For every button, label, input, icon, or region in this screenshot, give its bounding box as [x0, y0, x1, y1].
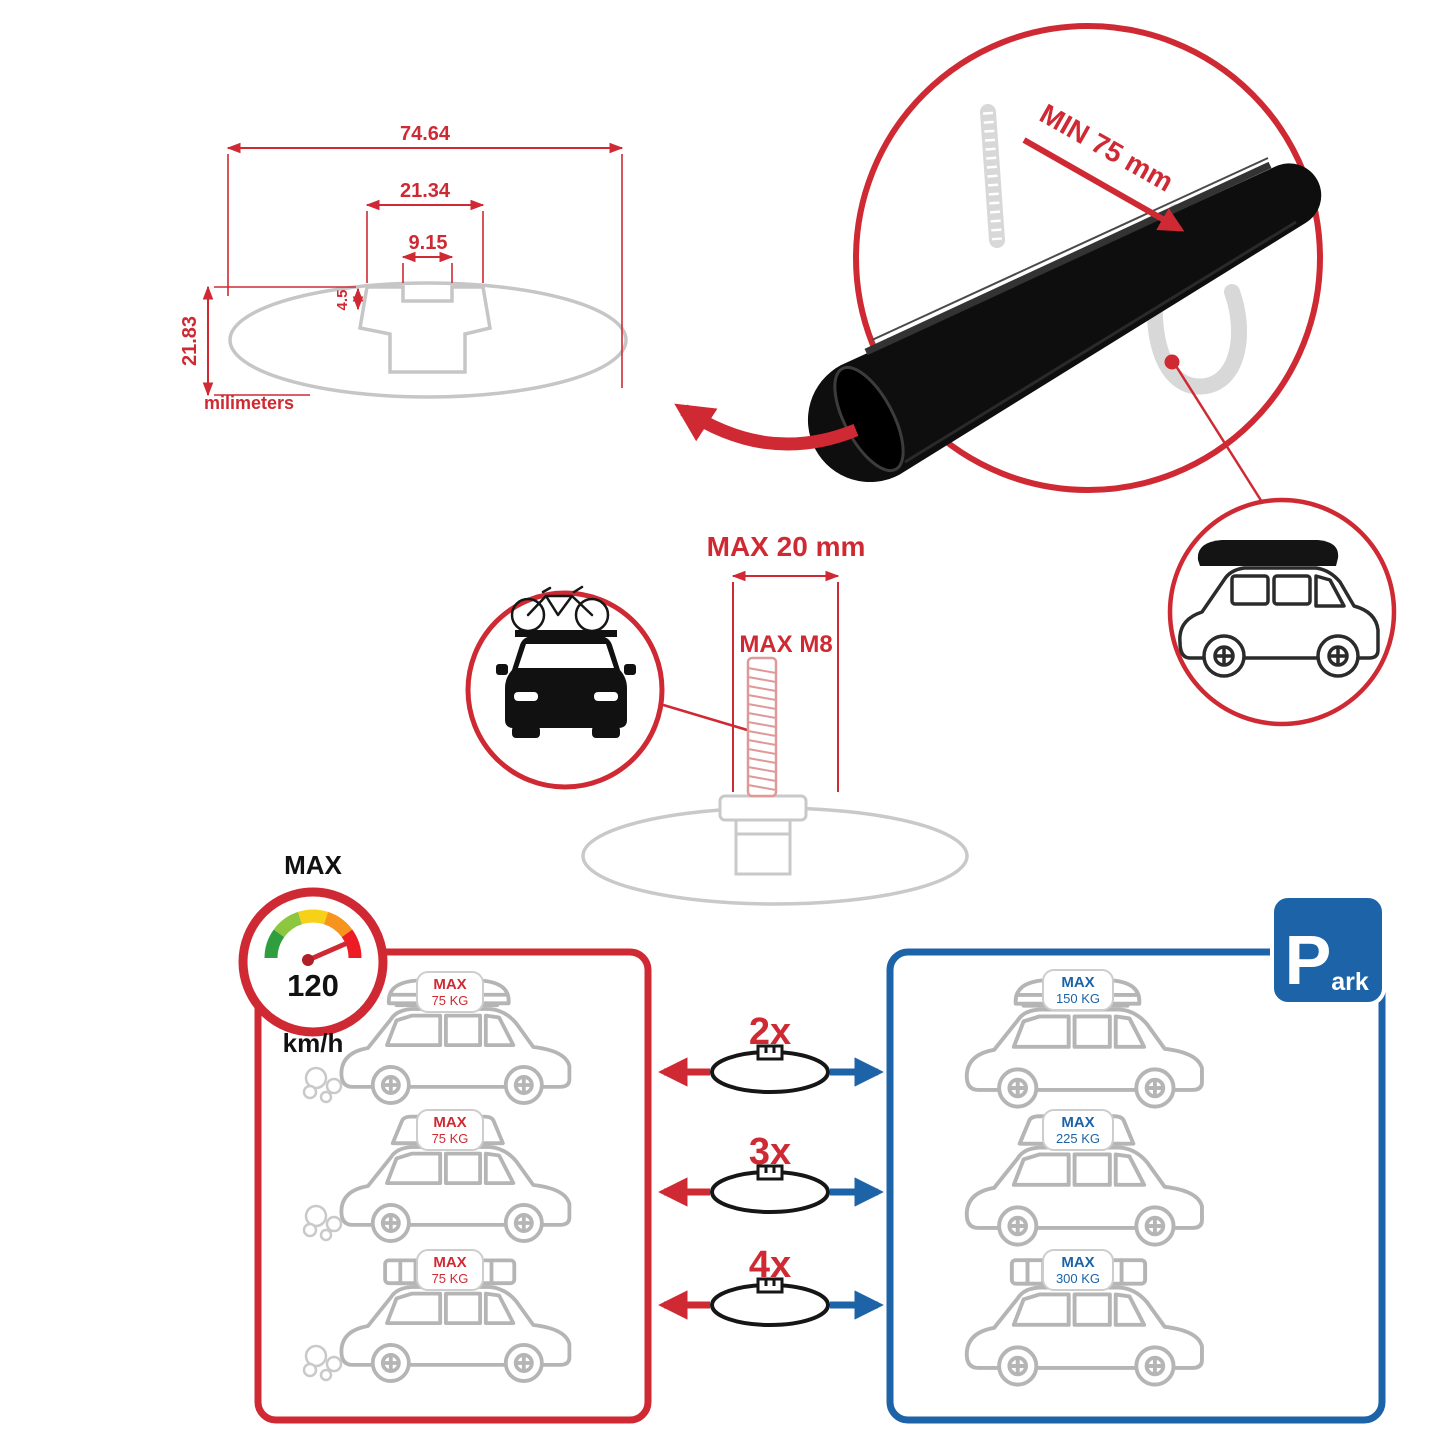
car-front-bike-circle: [465, 585, 665, 790]
bolt-callout-line: [659, 702, 755, 734]
load-label-driving-2: MAX 75 KG: [416, 1109, 484, 1151]
load-label-driving-3: MAX 75 KG: [416, 1249, 484, 1291]
speed-unit: km/h: [283, 1028, 344, 1058]
suv-roofbox-circle: [1167, 497, 1397, 727]
bolt-max-length-label: MAX 20 mm: [707, 531, 866, 562]
svg-text:225 KG: 225 KG: [1056, 1131, 1100, 1146]
min-span-arrow: [1022, 137, 1185, 232]
speed-value: 120: [287, 968, 339, 1003]
svg-text:75 KG: 75 KG: [432, 993, 469, 1008]
gauge-arc: [264, 909, 362, 959]
crossbar-3d: [807, 157, 1322, 483]
gauge-pivot: [302, 954, 314, 966]
svg-text:75 KG: 75 KG: [432, 1271, 469, 1286]
load-label-driving-1: MAX 75 KG: [416, 971, 484, 1013]
clamp-callout-dot: [1164, 354, 1180, 370]
multiplier-row-2: 3x: [658, 1131, 884, 1214]
load-label-parked-2: MAX 225 KG: [1042, 1109, 1114, 1151]
dim-total-height: 21.83: [179, 316, 201, 366]
dimension-lines: [202, 142, 624, 397]
svg-text:MAX: MAX: [1061, 1254, 1094, 1271]
svg-text:75 KG: 75 KG: [432, 1131, 469, 1146]
dim-slot-depth: 4.5: [334, 290, 351, 311]
svg-text:300 KG: 300 KG: [1056, 1271, 1100, 1286]
multiplier-row-3: 4x: [658, 1244, 884, 1327]
cross-section-dimension-diagram: 74.64 21.34 9.15 4.5 21.83 milimeters: [179, 123, 628, 413]
bolt-spec: MAX 20 mm MAX M8: [581, 531, 969, 906]
parking-sign-suffix: ark: [1331, 968, 1369, 996]
svg-text:MAX: MAX: [1061, 974, 1094, 991]
svg-text:MAX: MAX: [433, 976, 466, 993]
speed-limit-gauge: MAX 120 km/h: [238, 850, 388, 1058]
suv-with-roofbox-icon: [1178, 540, 1380, 678]
bolt-max-thread-label: MAX M8: [739, 631, 832, 658]
dim-total-width: 74.64: [400, 123, 451, 145]
threaded-bolt-icon: [746, 656, 778, 798]
svg-text:MAX: MAX: [1061, 1114, 1094, 1131]
multiplier-row-1: 2x: [658, 1011, 884, 1094]
dim-unit-label: milimeters: [204, 393, 294, 413]
svg-text:MAX: MAX: [433, 1254, 466, 1271]
dim-slot-width: 9.15: [409, 232, 448, 254]
car-front-icon: [496, 630, 636, 738]
svg-text:150 KG: 150 KG: [1056, 991, 1100, 1006]
crossbar-detail-circle: MIN 75 mm: [674, 23, 1323, 503]
svg-text:MAX: MAX: [433, 1114, 466, 1131]
crossbar-socket: [581, 794, 969, 906]
parking-sign: P ark: [1270, 894, 1386, 1006]
load-label-parked-3: MAX 300 KG: [1042, 1249, 1114, 1291]
dim-channel-width: 21.34: [400, 180, 451, 202]
bar-to-diagram-arrow: [674, 403, 859, 451]
speed-max-label: MAX: [284, 850, 342, 880]
parking-sign-letter: P: [1285, 921, 1332, 999]
load-label-parked-1: MAX 150 KG: [1042, 969, 1114, 1011]
callout-line-to-suv: [1174, 365, 1264, 503]
